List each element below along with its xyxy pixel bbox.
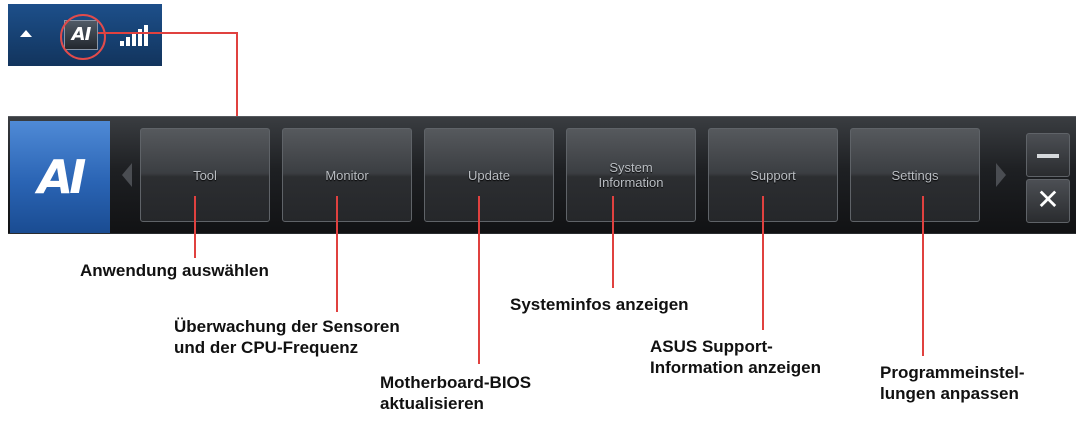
annotation-settings: Programmeinstel- lungen anpassen [880, 363, 1025, 403]
annotation-monitor: Überwachung der Sensoren und der CPU-Fre… [174, 317, 400, 357]
tray-icon-highlight-circle [60, 14, 106, 60]
system-information-button[interactable]: System Information [566, 128, 696, 222]
system-tray: AI [8, 4, 162, 66]
callout-line-system-information [612, 196, 614, 288]
callout-line-settings [922, 196, 924, 356]
ai-suite-toolbar: AI Tool Monitor Update System Informatio… [8, 116, 1076, 234]
tool-button[interactable]: Tool [140, 128, 270, 222]
minimize-button[interactable] [1026, 133, 1070, 177]
callout-line-tray [98, 32, 238, 34]
callout-line-support [762, 196, 764, 330]
ai-suite-logo[interactable]: AI [10, 121, 110, 233]
expand-arrow-icon[interactable] [20, 30, 32, 37]
signal-strength-icon [120, 24, 150, 46]
annotation-support: ASUS Support- Information anzeigen [650, 337, 821, 377]
annotation-system-information: Systeminfos anzeigen [510, 295, 689, 314]
scroll-left-icon[interactable] [122, 163, 132, 187]
annotation-update: Motherboard-BIOS aktualisieren [380, 373, 532, 413]
annotation-tool: Anwendung auswählen [80, 261, 269, 280]
scroll-right-icon[interactable] [996, 163, 1006, 187]
callout-line-tray-vertical [236, 32, 238, 120]
update-button[interactable]: Update [424, 128, 554, 222]
minimize-icon [1037, 154, 1059, 158]
callout-line-monitor [336, 196, 338, 312]
close-icon: ✕ [1036, 183, 1060, 216]
support-button[interactable]: Support [708, 128, 838, 222]
settings-button[interactable]: Settings [850, 128, 980, 222]
monitor-button[interactable]: Monitor [282, 128, 412, 222]
callout-line-update [478, 196, 480, 364]
close-button[interactable]: ✕ [1026, 179, 1070, 223]
callout-line-tool [194, 196, 196, 258]
